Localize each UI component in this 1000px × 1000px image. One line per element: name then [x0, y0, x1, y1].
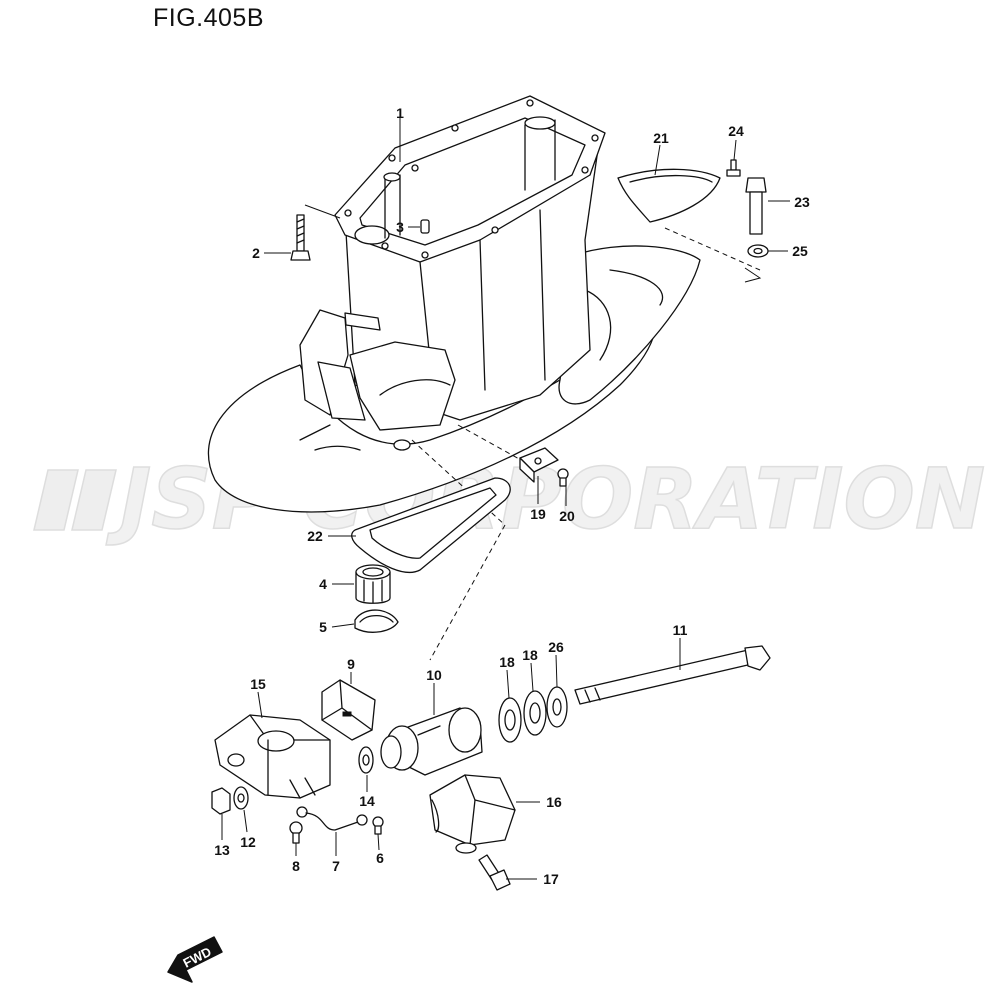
- part-22-seal: [351, 477, 511, 574]
- callout-18-left: 18: [499, 654, 515, 670]
- part-8-bolt: [289, 821, 303, 844]
- callout-2: 2: [252, 245, 260, 261]
- watermark: JSP CORPORATION: [33, 449, 986, 549]
- part-21-cover: [617, 168, 721, 223]
- callout-11: 11: [673, 622, 688, 638]
- callout-23: 23: [794, 194, 810, 210]
- part-16-mount-cover: [429, 774, 516, 854]
- callout-26: 26: [548, 639, 564, 655]
- figure-title: FIG.405B: [153, 4, 264, 32]
- callout-13: 13: [214, 842, 230, 858]
- part-17-bolt: [478, 854, 511, 891]
- part-19-rubber-block: [519, 447, 559, 483]
- callout-22: 22: [307, 528, 323, 544]
- callout-1: 1: [396, 105, 404, 121]
- part-12-washer: [233, 786, 249, 810]
- part-2-bolt: [290, 214, 311, 261]
- drive-shaft-housing: [207, 95, 701, 513]
- callout-6: 6: [376, 850, 384, 866]
- callout-10: 10: [426, 667, 442, 683]
- part-26-washer: [546, 686, 568, 728]
- callout-14: 14: [359, 793, 375, 809]
- part-13-nut: [211, 787, 231, 815]
- callout-16: 16: [546, 794, 562, 810]
- leader-lines: [221, 118, 790, 880]
- fwd-label: FWD: [181, 944, 214, 971]
- part-14-washer: [358, 746, 374, 774]
- callout-20: 20: [559, 508, 575, 524]
- callout-5: 5: [319, 619, 327, 635]
- callout-17: 17: [543, 871, 559, 887]
- part-10-rubber-mount: [380, 707, 483, 776]
- part-3-dowel-pin: [420, 219, 430, 234]
- part-6-screw: [372, 816, 384, 835]
- callout-labels: 1 2 3 21 24 23 25 19 20 22 4 5 11 18 18 …: [214, 105, 810, 887]
- callout-9: 9: [347, 656, 355, 672]
- part-23-bolt: [745, 177, 767, 235]
- part-11-through-bolt: [574, 645, 771, 705]
- part-18-washers: [498, 690, 547, 743]
- callout-21: 21: [653, 130, 669, 146]
- callout-25: 25: [792, 243, 808, 259]
- part-25-washer: [747, 244, 769, 258]
- part-7-ground-wire: [296, 806, 368, 831]
- callout-12: 12: [240, 834, 256, 850]
- callout-3: 3: [396, 219, 404, 235]
- part-15-mount-bracket: [214, 714, 331, 799]
- callout-4: 4: [319, 576, 327, 592]
- part-5-clip: [354, 609, 399, 633]
- assembly-guide-lines: [304, 204, 762, 661]
- part-9-plate: [321, 679, 376, 741]
- callout-15: 15: [250, 676, 266, 692]
- part-4-bushing: [355, 564, 391, 604]
- callout-8: 8: [292, 858, 300, 874]
- callout-24: 24: [728, 123, 744, 139]
- part-20-screw: [557, 468, 569, 487]
- part-24-screw: [726, 159, 741, 177]
- callout-18-right: 18: [522, 647, 538, 663]
- callout-7: 7: [332, 858, 340, 874]
- fwd-arrow-icon: FWD: [167, 936, 223, 983]
- callout-19: 19: [530, 506, 546, 522]
